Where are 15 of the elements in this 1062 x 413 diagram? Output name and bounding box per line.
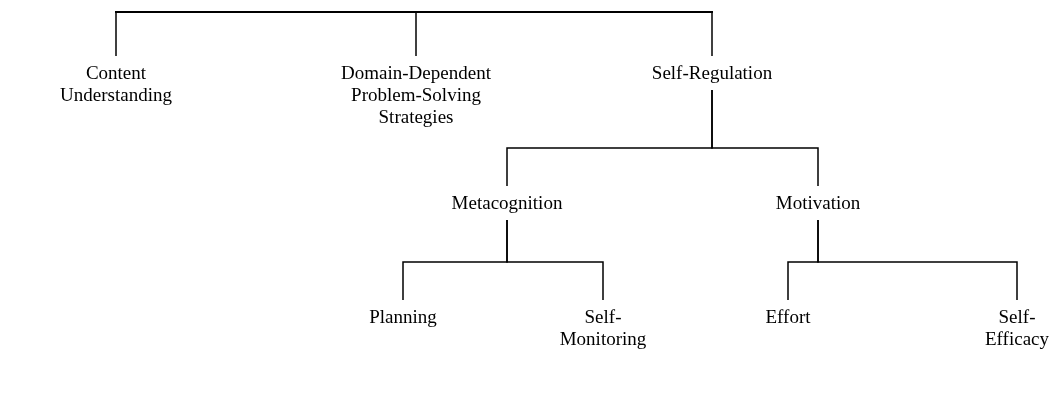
connector-line [711,89,819,187]
node-text: Metacognition [450,192,564,214]
connector-line [711,11,713,57]
node-text: Content Understanding [59,62,173,106]
connector-line [506,219,604,301]
node-text: Domain-Dependent Problem-Solving Strategies [340,62,492,128]
node-text: Self-Regulation [650,62,774,84]
node-text: Self-Efficacy [984,306,1050,350]
node-text: Self-Monitoring [558,306,648,350]
connector-line [115,11,117,57]
node-text: Effort [764,306,812,328]
node-text: Planning [368,306,438,328]
connector-line [817,219,1018,301]
node-text: Motivation [774,192,862,214]
connector-line [415,11,417,57]
